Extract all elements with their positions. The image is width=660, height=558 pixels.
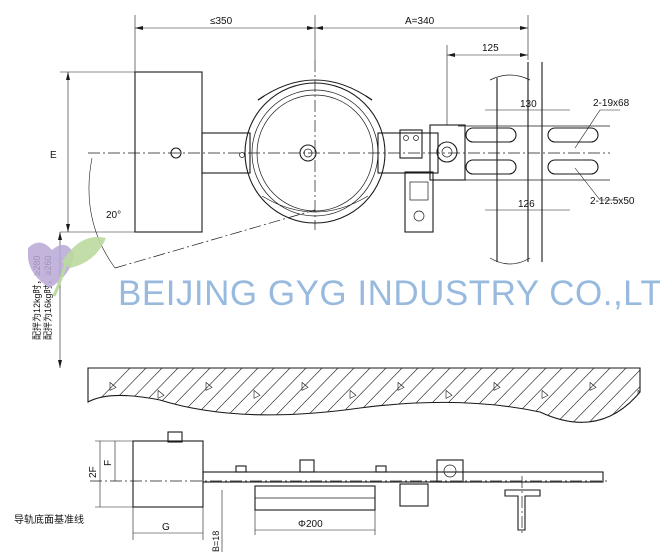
side-note-16kg: 配拌为16kg时，≥260 (42, 256, 53, 340)
concrete-mark (397, 381, 405, 391)
dim-a340: A=340 (405, 16, 435, 27)
dim-126: 126 (518, 199, 535, 210)
concrete-mark (349, 389, 357, 399)
hatch-line (475, 368, 547, 423)
hatch-line (88, 368, 131, 423)
hatch-line (88, 368, 147, 423)
hatch-line (123, 368, 195, 423)
concrete-mark (445, 389, 453, 399)
ground-section (87, 367, 660, 440)
hatch-line (91, 368, 163, 423)
side-counterweight (132, 440, 204, 508)
baseline-label: 导轨底面基准线 (14, 513, 84, 526)
hatch-line (171, 368, 243, 423)
hatch-line (459, 368, 531, 423)
angle-20: 20° (106, 210, 121, 221)
concrete-mark (157, 389, 165, 399)
hatch-line (251, 368, 323, 423)
slot-19x68: 2-19x68 (593, 98, 630, 109)
hatch-line (315, 368, 387, 423)
concrete-mark (205, 381, 213, 391)
concrete-mark (109, 381, 117, 391)
concrete-mark (493, 381, 501, 391)
angle-line (114, 209, 316, 269)
hatch-line (139, 368, 211, 423)
dim-2f: 2F (88, 466, 99, 478)
dim-e: E (50, 150, 57, 161)
rail-profile (504, 489, 541, 531)
concrete-mark (637, 389, 640, 399)
dim-b18: B=18 (211, 531, 221, 552)
hatch-line (283, 368, 355, 423)
dim-f: F (103, 460, 114, 466)
hatch-line (555, 368, 627, 423)
hatch-line (299, 368, 371, 423)
bolt-hole (170, 147, 182, 159)
hatch-line (363, 368, 435, 423)
side-note-12kg: 配拌为12kg时，≥280 (31, 256, 42, 340)
hatch-line (219, 368, 291, 423)
hatch-line (571, 368, 640, 423)
slot-12x50: 2-12.5x50 (590, 196, 635, 207)
hatch-line (107, 368, 179, 423)
top-dimensions: ≤350 A=340 125 (134, 15, 529, 125)
concrete-mark (589, 381, 597, 391)
dim-phi200: Φ200 (298, 519, 323, 530)
hatch-line (652, 368, 660, 440)
hatch-line (411, 368, 483, 423)
concrete-mark (253, 389, 261, 399)
guide-rail (458, 62, 610, 265)
hatch-line (203, 368, 275, 423)
hatch-line (491, 368, 563, 423)
watermark-text: BEIJING GYG INDUSTRY CO.,LTD (118, 274, 660, 313)
bracket (399, 129, 423, 159)
hatch-line (347, 368, 419, 423)
hatch-line (331, 368, 403, 423)
switch-unit (404, 171, 434, 233)
arm (201, 132, 251, 174)
hatch-line (187, 368, 259, 423)
hatch-line (379, 368, 451, 423)
hatch-line (235, 368, 307, 423)
guide-plate (429, 124, 466, 181)
dim-g: G (162, 522, 170, 533)
hatch-line (603, 368, 640, 423)
counterweight-block (134, 71, 203, 233)
dim-350: ≤350 (210, 16, 233, 27)
hatch-line (539, 368, 611, 423)
dim-130: 130 (520, 99, 537, 110)
hatch-line (155, 368, 227, 423)
side-plate (202, 471, 604, 483)
right-arm (377, 132, 439, 174)
guide-roller (436, 141, 458, 163)
hatch-line (267, 368, 339, 423)
company-logo (28, 237, 106, 297)
concrete-mark (301, 381, 309, 391)
concrete-mark (541, 389, 549, 399)
hatch-line (523, 368, 595, 423)
hatch-line (507, 368, 579, 423)
dim-125: 125 (482, 43, 499, 54)
side-view: 2F F G B=18 Φ200 导轨底面基准线 (14, 431, 610, 552)
hatch-line (587, 368, 640, 423)
